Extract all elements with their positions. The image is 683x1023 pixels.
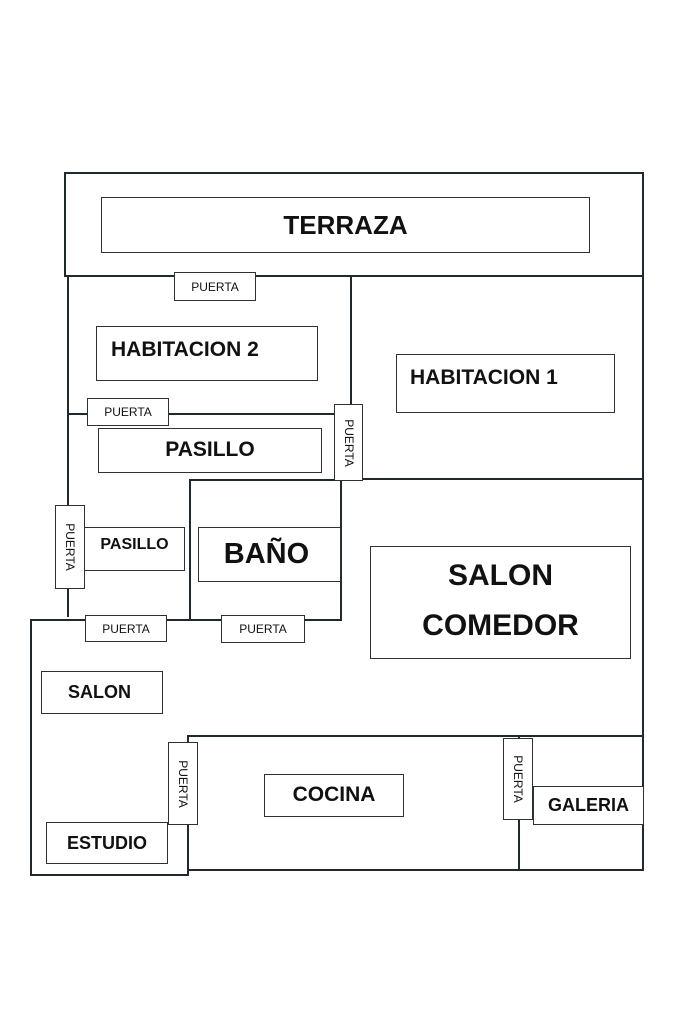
door-terraza: PUERTA: [174, 272, 256, 301]
door-galeria: PUERTA: [503, 738, 533, 820]
door-pasillo-left-label: PUERTA: [63, 523, 78, 571]
door-pasillo-left: PUERTA: [55, 505, 85, 589]
salon-comedor-line-2: COMEDOR: [422, 608, 579, 642]
wall-bano-right: [340, 479, 342, 621]
room-label-habitacion-2: HABITACION 2: [96, 326, 318, 381]
wall-hab2-bottom: [67, 413, 352, 415]
door-habitacion-1-label: PUERTA: [341, 418, 356, 467]
door-habitacion-1: PUERTA: [334, 404, 363, 481]
room-label-estudio: ESTUDIO: [46, 822, 168, 864]
door-cocina-left-label: PUERTA: [176, 759, 191, 808]
wall-terraza-left: [64, 172, 66, 276]
wall-left-upper: [67, 277, 69, 617]
wall-bano-top: [189, 479, 341, 481]
wall-terraza-bottom: [64, 275, 644, 277]
wall-hab1-bottom: [350, 478, 644, 480]
wall-bottom-left: [30, 874, 188, 876]
room-label-bano: BAÑO: [198, 527, 341, 582]
door-galeria-label: PUERTA: [511, 755, 526, 803]
room-label-salon-comedor: SALON COMEDOR: [370, 546, 631, 659]
door-habitacion-2: PUERTA: [87, 398, 169, 426]
wall-right-outer: [642, 172, 644, 870]
door-bano: PUERTA: [221, 615, 305, 643]
wall-bottom-right: [187, 869, 644, 871]
door-cocina-left: PUERTA: [168, 742, 198, 825]
wall-hab2-right: [350, 277, 352, 409]
wall-cocina-top: [187, 735, 644, 737]
wall-terraza-top: [64, 172, 644, 174]
wall-bano-left: [189, 479, 191, 619]
room-label-galeria: GALERIA: [533, 786, 644, 825]
room-label-salon: SALON: [41, 671, 163, 714]
door-salon: PUERTA: [85, 615, 167, 642]
salon-comedor-line-1: SALON: [448, 559, 553, 592]
wall-left-lower: [30, 619, 32, 876]
room-label-pasillo-top: PASILLO: [98, 428, 322, 473]
room-label-cocina: COCINA: [264, 774, 404, 817]
room-label-terraza: TERRAZA: [101, 197, 590, 253]
room-label-habitacion-1: HABITACION 1: [396, 354, 615, 413]
room-label-pasillo-left: PASILLO: [84, 527, 185, 571]
